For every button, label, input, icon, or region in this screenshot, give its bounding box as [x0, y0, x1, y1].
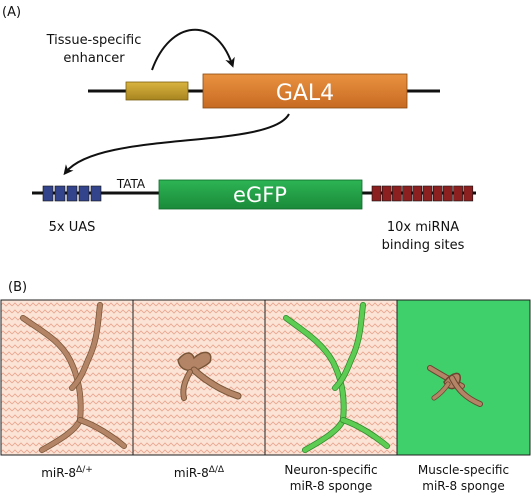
tata-label: TATA: [116, 177, 146, 191]
enhancer-box: [125, 81, 189, 101]
caption-het: miR-8Δ/+: [1, 462, 133, 481]
mirna-site-box: [392, 185, 402, 202]
enhancer-label-line2: enhancer: [63, 51, 125, 66]
caption-muscle-sponge: Muscle-specific miR-8 sponge: [397, 462, 530, 494]
neuron-muscle-sponge: [427, 365, 483, 407]
tissue-panel-neuron-sponge: [264, 299, 398, 456]
uas-repeat-box: [90, 185, 102, 202]
mirna-site-box: [422, 185, 433, 202]
mirna-site-box: [371, 185, 382, 202]
mirna-site-box: [463, 185, 474, 202]
enhancer-to-gal4-arrow: [151, 28, 235, 71]
gal4-label: GAL4: [276, 81, 334, 106]
caption-het-base: miR-8: [41, 466, 77, 480]
mirna-site-box: [432, 185, 443, 202]
neuron-null: [177, 351, 242, 401]
caption-muscle-sponge-line1: Muscle-specific: [417, 463, 510, 477]
egfp-box: [158, 179, 363, 210]
mirna-site-box: [443, 185, 453, 202]
caption-null-sup: Δ/Δ: [208, 465, 225, 475]
gal4-to-uas-arrow: [63, 113, 290, 176]
mirna-label: 10x miRNA: [387, 220, 459, 235]
mirna-label-line2: binding sites: [382, 238, 465, 253]
uas-repeats: [42, 185, 102, 202]
uas-repeat-box: [42, 185, 54, 202]
mirna-site-box: [381, 185, 392, 202]
caption-neuron-sponge: Neuron-specific miR-8 sponge: [265, 462, 397, 494]
caption-muscle-sponge-line2: miR-8 sponge: [422, 479, 505, 493]
mirna-site-box: [402, 185, 412, 202]
caption-null: miR-8Δ/Δ: [133, 462, 265, 481]
uas-repeat-box: [78, 185, 90, 202]
enhancer-label: Tissue-specific: [46, 33, 142, 48]
neuron-green-sponge: [283, 302, 390, 453]
mirna-site-box: [412, 185, 423, 202]
mirna-site-box: [453, 185, 463, 202]
caption-neuron-sponge-line2: miR-8 sponge: [289, 479, 373, 493]
tissue-panel-muscle-sponge: [396, 299, 531, 456]
uas-repeat-box: [66, 185, 78, 202]
egfp-label: eGFP: [233, 183, 287, 207]
panel-b-label: (B): [8, 280, 27, 295]
uas-repeat-box: [54, 185, 66, 202]
uas-label: 5x UAS: [49, 220, 96, 235]
gal4-box: [202, 73, 408, 109]
caption-neuron-sponge-line1: Neuron-specific: [284, 463, 378, 477]
caption-het-sup: Δ/+: [76, 465, 93, 475]
mirna-binding-sites: [371, 185, 474, 202]
panel-a-label: (A): [2, 5, 21, 20]
tissue-panel-het: [0, 299, 134, 456]
neuron-het: [20, 302, 127, 453]
caption-null-base: miR-8: [173, 466, 209, 480]
